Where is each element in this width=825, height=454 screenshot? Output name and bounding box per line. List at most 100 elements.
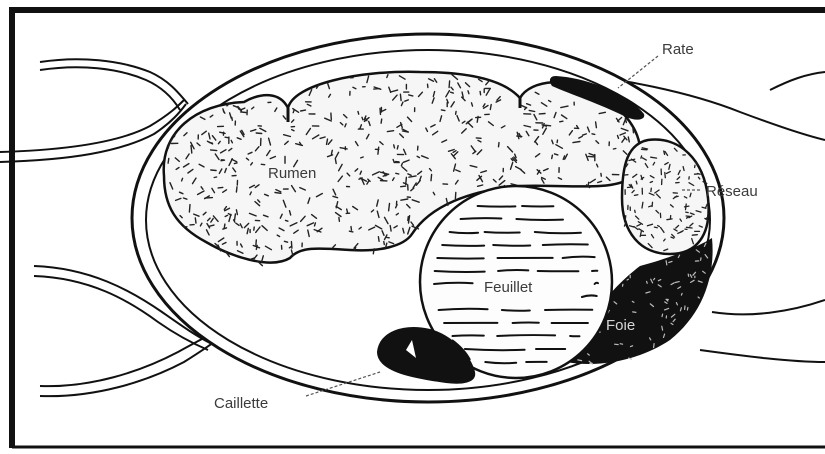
rumen-speckle: [468, 91, 469, 94]
foie-speckle: [620, 344, 622, 345]
rumen-speckle: [449, 81, 450, 88]
reseau-speckle: [642, 202, 643, 208]
rumen-speckle: [218, 187, 223, 188]
rumen-speckle: [301, 110, 306, 111]
rumen-speckle: [275, 193, 281, 194]
rumen-speckle: [552, 155, 553, 158]
label-reseau: Réseau: [706, 183, 758, 200]
rumen-speckle: [349, 231, 353, 232]
rumen-speckle: [588, 182, 589, 185]
rumen-speckle: [555, 154, 558, 155]
reseau-speckle: [686, 212, 689, 213]
foie-speckle: [629, 358, 632, 359]
feuillet-lamella: [493, 245, 530, 246]
feuillet-lamella: [442, 245, 484, 246]
rumen-speckle: [378, 237, 379, 242]
rumen-speckle: [182, 178, 183, 181]
rumen-speckle: [381, 119, 382, 123]
reseau-speckle: [685, 206, 689, 207]
rumen-speckle: [401, 163, 402, 166]
foie-speckle: [631, 346, 633, 347]
rumen-speckle: [236, 210, 237, 215]
rumen-speckle: [335, 159, 336, 163]
label-rate: Rate: [662, 41, 694, 58]
reseau-speckle: [635, 210, 636, 212]
reseau-speckle: [664, 151, 665, 154]
rumen-speckle: [490, 105, 491, 110]
rumen-speckle: [472, 103, 473, 106]
feuillet-lamella: [497, 335, 555, 336]
foie-speckle: [698, 297, 699, 298]
rumen-speckle: [256, 133, 262, 134]
rumen-speckle: [235, 214, 236, 220]
feuillet-lamella: [437, 258, 483, 259]
feuillet-lamella: [450, 232, 479, 233]
reseau-speckle: [642, 149, 647, 150]
feuillet-lamella: [434, 283, 473, 284]
rumen-speckle: [211, 150, 217, 151]
rumen-speckle: [189, 205, 190, 212]
rumen-speckle: [477, 117, 478, 123]
rumen-speckle: [358, 112, 359, 115]
foie-speckle: [687, 308, 688, 311]
rumen-speckle: [361, 157, 364, 158]
label-rumen: Rumen: [268, 165, 316, 182]
rumen-speckle: [214, 177, 216, 178]
rumen-speckle: [390, 226, 391, 231]
feuillet-lamella: [478, 206, 516, 207]
rumen-speckle: [406, 177, 407, 184]
rumen-speckle: [362, 117, 363, 120]
feuillet-lamella: [543, 244, 588, 245]
feuillet-lamella: [595, 283, 598, 284]
feuillet-lamella: [453, 335, 484, 336]
rumen-speckle: [394, 145, 395, 148]
rumen-speckle: [224, 224, 225, 228]
rumen-speckle: [545, 125, 550, 126]
reseau-speckle: [634, 195, 637, 196]
rumen-speckle: [384, 242, 385, 245]
rumen-speckle: [592, 134, 595, 135]
rumen-speckle: [211, 170, 216, 171]
foie-speckle: [662, 314, 663, 317]
label-feuillet: Feuillet: [484, 279, 533, 296]
rumen-speckle: [441, 110, 445, 111]
reseau-speckle: [654, 227, 657, 228]
rumen-speckle: [456, 111, 457, 114]
rumen-speckle: [499, 143, 500, 147]
rumen-speckle: [397, 146, 398, 149]
rumen-speckle: [373, 249, 374, 254]
foie-speckle: [662, 326, 663, 330]
rumen-speckle: [339, 218, 340, 222]
feuillet-lamella: [502, 310, 530, 311]
rumen-speckle: [327, 139, 328, 144]
rumen-speckle: [560, 121, 563, 122]
reseau-speckle: [665, 173, 666, 178]
rumen-speckle: [633, 128, 634, 133]
reseau-speckle: [698, 174, 701, 175]
rumen-speckle: [293, 110, 294, 112]
foie-speckle: [666, 261, 667, 265]
rumen-speckle: [378, 147, 379, 154]
feuillet-lamella: [498, 270, 528, 271]
rumen-speckle: [409, 95, 413, 96]
rumen-speckle: [191, 146, 192, 153]
rumen-speckle: [256, 245, 257, 249]
rumen-speckle: [618, 136, 619, 139]
rumen-speckle: [234, 163, 237, 164]
label-caillette: Caillette: [214, 395, 268, 412]
rumen-speckle: [451, 92, 454, 93]
reseau-speckle: [692, 235, 697, 236]
rumen-speckle: [588, 156, 595, 157]
rumen-speckle: [168, 158, 169, 163]
rumen-speckle: [408, 217, 409, 221]
rumen-speckle: [628, 137, 629, 142]
feuillet-lamella: [485, 232, 520, 233]
rumen-speckle: [596, 122, 597, 128]
foie-speckle: [681, 293, 682, 295]
reseau-speckle: [686, 204, 687, 210]
reseau-speckle: [650, 182, 652, 183]
foie-speckle: [647, 281, 648, 283]
rumen-speckle: [241, 112, 246, 113]
rumen-speckle: [331, 150, 332, 154]
